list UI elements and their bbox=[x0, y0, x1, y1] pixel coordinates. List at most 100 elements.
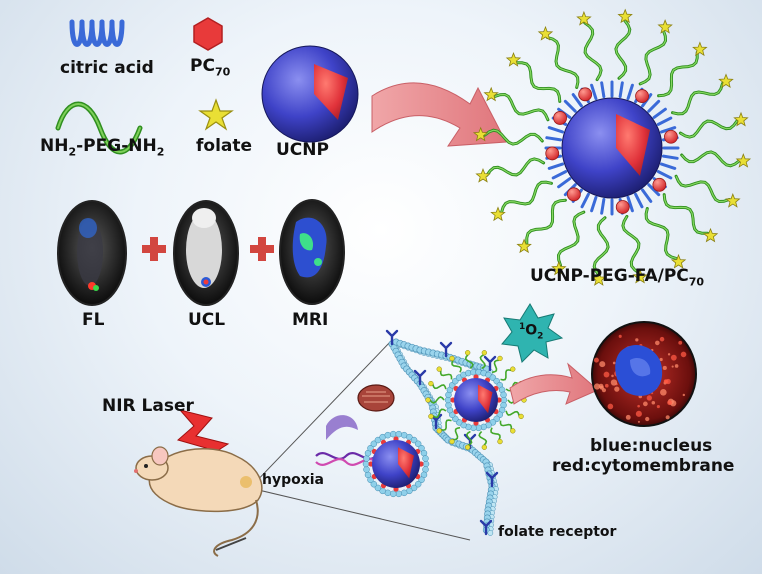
plus-icon bbox=[250, 237, 274, 261]
membrane-stain-speck bbox=[593, 383, 601, 390]
nir-laser-label: NIR Laser bbox=[102, 396, 194, 416]
citric-acid-ligand bbox=[590, 83, 598, 101]
citric-acid-ligand bbox=[661, 154, 679, 160]
lipid-head bbox=[414, 480, 422, 488]
pc70-ball-icon bbox=[635, 89, 649, 103]
lipid-head bbox=[420, 449, 428, 457]
cell-image bbox=[591, 321, 697, 427]
ucnp-core-sphere bbox=[454, 378, 498, 422]
folate-icon bbox=[198, 98, 234, 131]
fl-label: FL bbox=[82, 310, 105, 330]
citric-acid-ligand bbox=[600, 197, 606, 215]
ucnp-core-cutaway bbox=[616, 114, 650, 176]
membrane-stain-speck bbox=[682, 393, 686, 397]
peg-chain-highlight bbox=[615, 20, 631, 79]
citric-acid-ligand bbox=[647, 99, 661, 113]
citric-acid-ligand bbox=[634, 192, 644, 209]
fl-image bbox=[57, 200, 127, 306]
peg-chain bbox=[500, 180, 553, 214]
folate-dot bbox=[449, 438, 455, 445]
peg-chain bbox=[515, 61, 562, 103]
lipid-head bbox=[414, 440, 422, 448]
peg-chain bbox=[440, 419, 452, 431]
membrane-stain-speck bbox=[665, 415, 670, 420]
synthesis-arrow-icon bbox=[371, 82, 507, 147]
membrane-stain-speck bbox=[660, 389, 667, 396]
membrane-stain-speck bbox=[667, 400, 672, 406]
membrane-stain-speck bbox=[635, 338, 639, 342]
membrane-stain-speck bbox=[667, 353, 671, 356]
mri-label: MRI bbox=[292, 310, 329, 330]
peg-label: NH2-PEG-NH2 bbox=[40, 136, 164, 158]
folate-receptor-icon bbox=[485, 471, 499, 488]
peg-chain bbox=[671, 82, 724, 116]
pc70-ball-icon bbox=[615, 200, 630, 214]
folate-dot bbox=[497, 438, 503, 445]
result-arrow-icon bbox=[509, 362, 599, 405]
citric-acid-ligand bbox=[647, 183, 661, 197]
citric-acid-ligand bbox=[600, 81, 606, 99]
folate-receptor-icon bbox=[385, 329, 399, 346]
membrane-stain-speck bbox=[637, 420, 640, 423]
folate-dot bbox=[465, 444, 471, 450]
singlet-oxygen-subscript: 2 bbox=[537, 331, 544, 342]
peg-chain bbox=[491, 359, 500, 374]
membrane-stain-speck bbox=[635, 410, 642, 417]
ucnp-sphere-icon bbox=[261, 45, 359, 143]
peg-chain bbox=[614, 19, 632, 80]
lipid-head bbox=[370, 440, 378, 448]
singlet-oxygen-base: O bbox=[525, 322, 538, 339]
membrane-stain-speck bbox=[610, 379, 618, 386]
folate-dot bbox=[510, 428, 516, 434]
peg-chain-highlight bbox=[486, 158, 544, 176]
citric-acid-ligand bbox=[656, 170, 673, 180]
peg-chain bbox=[429, 396, 445, 404]
vesicle-icon bbox=[326, 415, 358, 440]
membrane-stain-speck bbox=[671, 365, 674, 368]
singlet-oxygen-superscript: 1 bbox=[519, 322, 526, 332]
folate-star-icon bbox=[657, 19, 673, 34]
membrane-stain-speck bbox=[614, 386, 620, 392]
folate-receptor-icon bbox=[413, 369, 427, 386]
citric-acid-ligand bbox=[547, 126, 565, 134]
membrane-stain-speck bbox=[643, 401, 648, 407]
folate-receptor-icon bbox=[439, 341, 453, 358]
membrane-stain-speck bbox=[680, 351, 687, 358]
peg-chain-highlight bbox=[494, 93, 549, 121]
lipid-head bbox=[500, 391, 507, 399]
mri-image bbox=[279, 199, 345, 305]
citric-acid-ligand bbox=[659, 126, 677, 134]
peg-chain bbox=[466, 430, 473, 446]
citric-acid-ligand bbox=[652, 107, 667, 119]
pc70-ball-icon bbox=[566, 187, 581, 202]
folate-star-icon bbox=[692, 41, 708, 57]
pc70-ball-icon bbox=[545, 146, 560, 161]
folate-receptor-icon bbox=[483, 355, 497, 372]
peg-chain-highlight bbox=[675, 175, 730, 203]
lipid-head bbox=[389, 490, 397, 498]
lipid-head bbox=[422, 460, 430, 468]
membrane-stain-speck bbox=[618, 334, 622, 338]
peg-chain-highlight bbox=[484, 129, 543, 145]
peg-chain bbox=[644, 207, 678, 260]
citric-acid-ligand bbox=[545, 136, 563, 142]
folate-label: folate bbox=[196, 136, 253, 156]
citric-acid-ligand bbox=[563, 99, 577, 113]
folate-dot bbox=[465, 350, 471, 356]
lipid-head bbox=[363, 455, 370, 462]
membrane-stain-speck bbox=[646, 395, 652, 401]
folate-receptor-label: folate receptor bbox=[498, 524, 617, 540]
lipid-head bbox=[487, 530, 494, 536]
folate-star-icon bbox=[472, 126, 489, 142]
membrane-stain-speck bbox=[663, 379, 668, 384]
folate-dot bbox=[497, 355, 503, 362]
pc70-label: PC70 bbox=[190, 56, 230, 78]
membrane-stain-speck bbox=[678, 340, 683, 345]
folate-star-icon bbox=[505, 52, 522, 67]
folate-star-icon bbox=[490, 206, 506, 222]
peg-chain-highlight bbox=[645, 208, 677, 260]
plus-icon bbox=[142, 237, 166, 261]
lipid-head bbox=[367, 444, 374, 452]
citric-acid-ligand bbox=[656, 116, 673, 126]
folate-star-icon bbox=[537, 25, 554, 41]
